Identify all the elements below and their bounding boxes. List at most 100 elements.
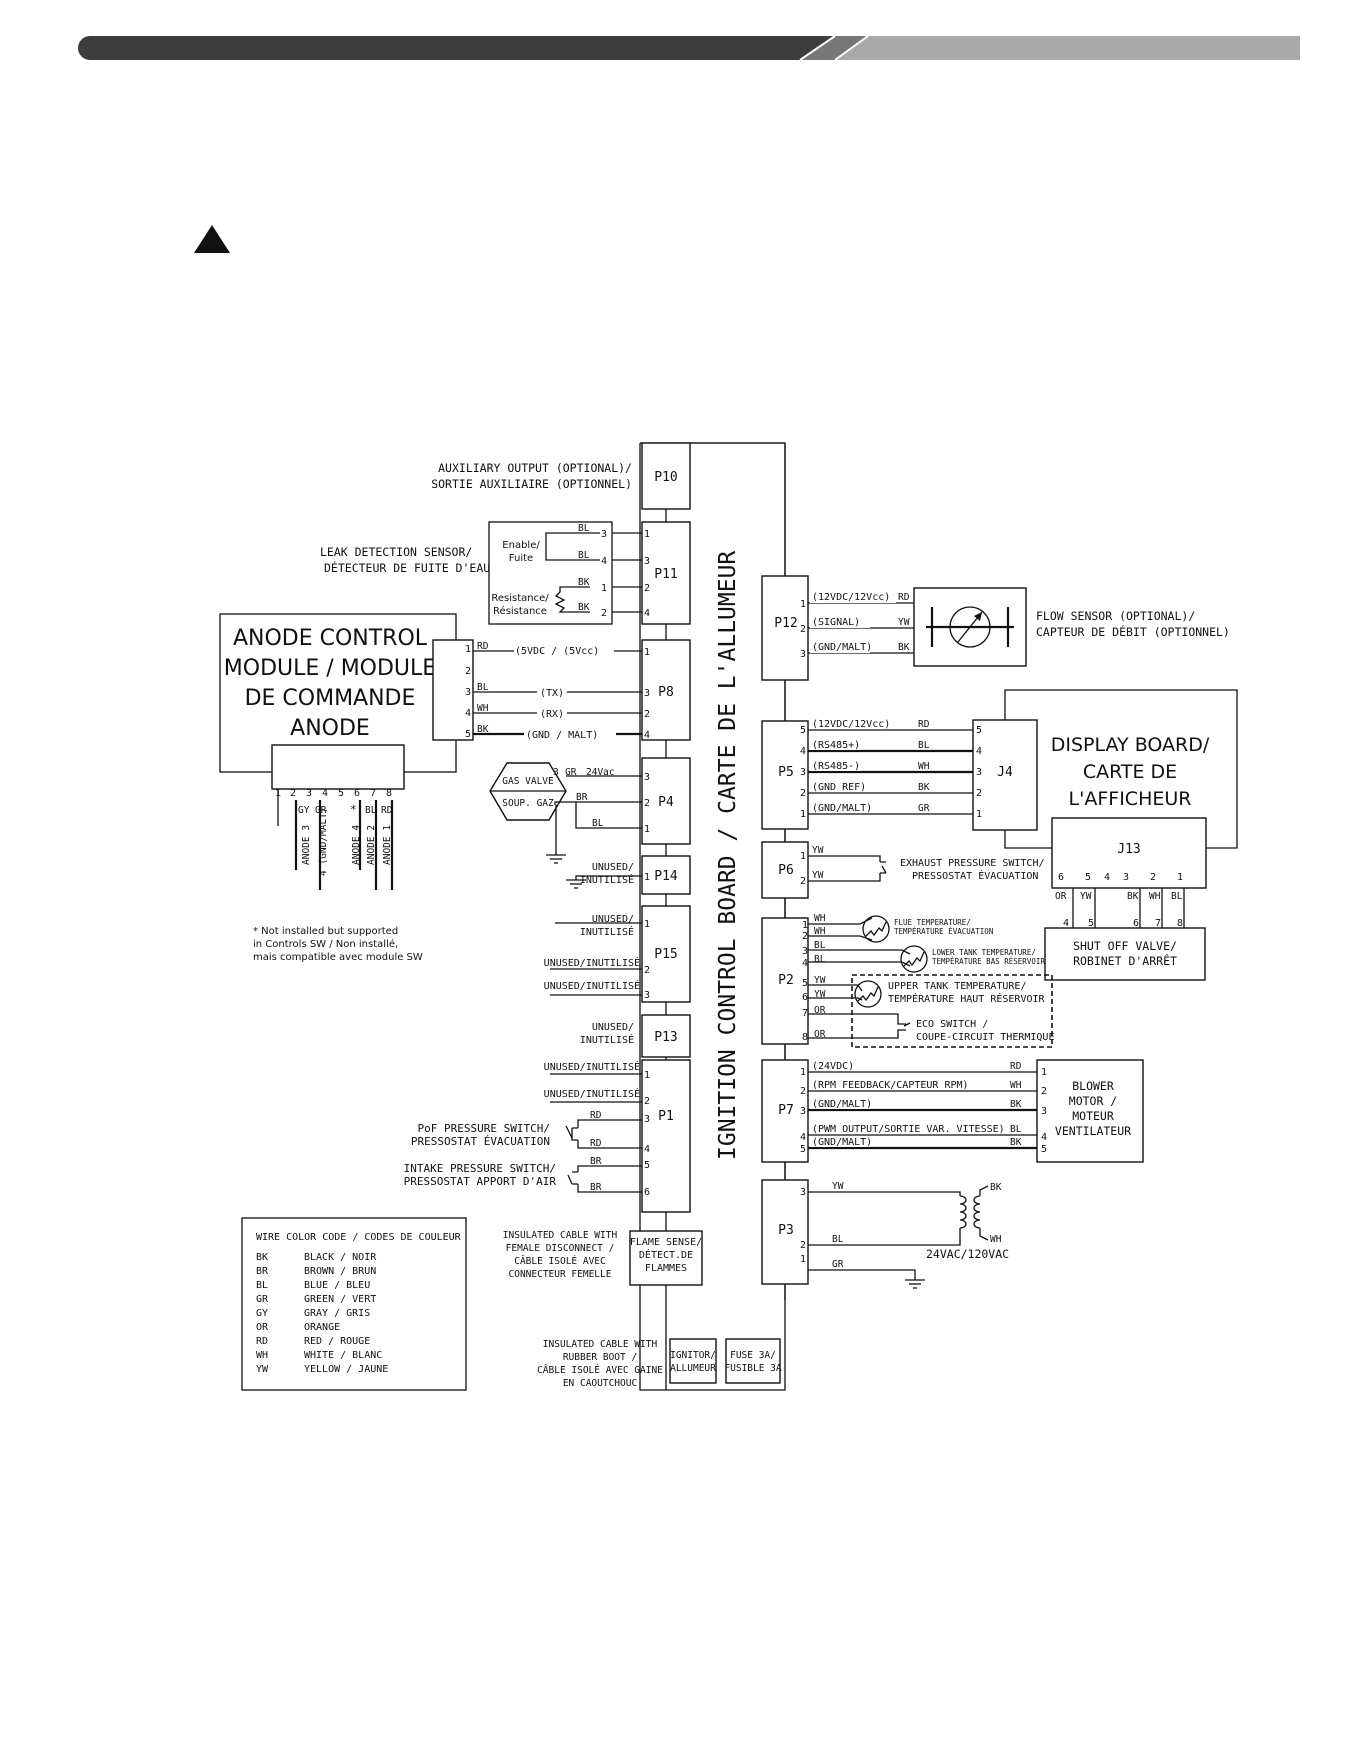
- upper-tank-thermistor-icon: [854, 980, 882, 1008]
- connector-p3: [761, 1179, 809, 1285]
- anode-4-label: ANODE 4: [351, 825, 362, 865]
- leak-term-3: 3: [601, 529, 607, 540]
- gas-wire-bl: BL: [592, 818, 604, 829]
- p12-signal-12v: (12VDC/12Vcc): [812, 592, 890, 603]
- anode-pin-3: 3: [306, 788, 312, 799]
- p15-unused-fr: INUTILISÉ: [580, 925, 634, 938]
- p2-wire-yw1: YW: [814, 975, 826, 986]
- j4-pin-5: 5: [976, 725, 982, 736]
- ignition-board-title: IGNITION CONTROL BOARD / CARTE DE L'ALLU…: [715, 551, 741, 1160]
- p2-pin-2: 2: [802, 931, 808, 942]
- leak-term-1: 1: [601, 583, 607, 594]
- shutoff-valve-label: SHUT OFF VALVE/: [1073, 939, 1177, 953]
- p2-wire-or2: OR: [814, 1029, 826, 1040]
- p5-signal-rs485p: (RS485+): [812, 740, 860, 751]
- p7-signal-gnd: (GND/MALT): [812, 1099, 872, 1110]
- anode-note-line3: mais compatible avec module SW: [253, 952, 423, 963]
- legend-name-wh: WHITE / BLANC: [304, 1350, 382, 1361]
- anode-2-label: ANODE 2: [366, 825, 377, 865]
- ignitor-cable-line3: CÂBLE ISOLÉ AVEC GAINE: [537, 1364, 663, 1376]
- connector-p5: [761, 720, 809, 830]
- legend-code-bk: BK: [256, 1252, 268, 1263]
- anode-3-label: ANODE 3: [301, 825, 312, 865]
- p8-pin-3: 3: [644, 688, 650, 699]
- p7-signal-gnd2: (GND/MALT): [812, 1137, 872, 1148]
- p8-pins: 1 3 2 4: [644, 647, 650, 741]
- blower-motor-label: BLOWER: [1072, 1079, 1114, 1093]
- anode-side-pin-2: 2: [465, 666, 471, 677]
- p2-wire-wh2: WH: [814, 926, 826, 937]
- p12-pin-2: 2: [800, 624, 806, 635]
- anode-pin-2: 2: [290, 788, 296, 799]
- anode-title-line3: DE COMMANDE: [245, 686, 416, 711]
- p15-label: P15: [654, 947, 677, 962]
- connector-p2: [761, 917, 809, 1045]
- anode-wire-bk: BK: [477, 724, 489, 735]
- p6-wire-yw1: YW: [812, 845, 824, 856]
- p14-unused: UNUSED/: [592, 862, 634, 873]
- p12-signal-gnd: (GND/MALT): [812, 642, 872, 653]
- p4-pins: 3 2 1: [644, 772, 650, 835]
- connector-p4: [641, 757, 691, 845]
- p4-pin-3: 3: [644, 772, 650, 783]
- valve-pin-7: 7: [1155, 918, 1161, 929]
- j13-label: J13: [1117, 842, 1140, 857]
- p15-pin-3: 3: [644, 990, 650, 1001]
- p2-pins: 1 2 3 4 5 6 7 8: [802, 920, 808, 1043]
- leak-wire-bl2: BL: [578, 550, 590, 561]
- p5-wire-bk: BK: [918, 782, 930, 793]
- p1-unused-2: UNUSED/INUTILISÉ: [544, 1087, 640, 1100]
- p7-wire-bl: BL: [1010, 1124, 1022, 1135]
- xf-wire-bk: BK: [990, 1182, 1002, 1193]
- flow-sensor-label-fr: CAPTEUR DE DÉBIT (OPTIONNEL): [1036, 624, 1230, 639]
- p12-pin-3: 3: [800, 649, 806, 660]
- p7-signal-rpm: (RPM FEEDBACK/CAPTEUR RPM): [812, 1080, 969, 1091]
- anode-pin-4: 4: [322, 788, 328, 799]
- p2-pin-8: 8: [802, 1032, 808, 1043]
- anode-title-line4: ANODE: [290, 716, 370, 741]
- flue-temp-label-fr: TEMPÉRATURE ÉVACUATION: [894, 927, 993, 936]
- j13-pin-2: 2: [1150, 872, 1156, 883]
- p5-signal-rs485n: (RS485-): [812, 761, 860, 772]
- display-board-title-3: L'AFFICHEUR: [1069, 788, 1192, 810]
- legend-name-bl: BLUE / BLEU: [304, 1280, 370, 1291]
- fuse-label: FUSE 3A/: [730, 1350, 776, 1361]
- p5-pin-4: 4: [800, 746, 806, 757]
- p5-signal-12v: (12VDC/12Vcc): [812, 719, 890, 730]
- p11-pin-2: 2: [644, 583, 650, 594]
- p7-wire-bk: BK: [1010, 1099, 1022, 1110]
- fuse-box: [725, 1338, 781, 1384]
- flame-cable-line3: CÂBLE ISOLÉ AVEC: [514, 1255, 606, 1267]
- p7-pin-4: 4: [800, 1132, 806, 1143]
- anode-color-asterisk: *: [350, 803, 357, 816]
- lower-tank-label: LOWER TANK TEMPERATURE/: [932, 948, 1036, 957]
- blower-motor-label-2: MOTOR /: [1069, 1094, 1118, 1108]
- display-board-title-2: CARTE DE: [1083, 761, 1177, 783]
- connector-j13: [1051, 817, 1207, 889]
- legend-code-rd: RD: [256, 1336, 268, 1347]
- connector-p14: [641, 855, 691, 895]
- gas-valve-label-fr: SOUP. GAZ: [502, 798, 554, 809]
- j13-pin-6: 6: [1058, 872, 1064, 883]
- fuse-label-fr: FUSIBLE 3A: [724, 1363, 781, 1374]
- p5-signal-gndref: (GND REF): [812, 782, 866, 793]
- p2-wire-yw2: YW: [814, 989, 826, 1000]
- upper-tank-dashed-box: [851, 974, 1053, 1048]
- p10-label: P10: [654, 470, 677, 485]
- anode-note-line1: * Not installed but supported: [253, 926, 398, 937]
- connector-j4: [972, 719, 1038, 831]
- flue-thermistor-icon: [862, 915, 890, 943]
- p2-wire-or1: OR: [814, 1005, 826, 1016]
- legend-name-yw: YELLOW / JAUNE: [304, 1364, 388, 1375]
- p2-wire-wh1: WH: [814, 913, 826, 924]
- valve-pin-8: 8: [1177, 918, 1183, 929]
- leak-sensor-label-fr: DÉTECTEUR DE FUITE D'EAU: [324, 560, 490, 575]
- p2-pin-4: 4: [802, 958, 808, 969]
- p7-pin-5: 5: [800, 1144, 806, 1155]
- legend-code-yw: YW: [256, 1364, 269, 1375]
- transformer-secondary-coil: [973, 1195, 981, 1229]
- upper-tank-label-fr: TEMPÉRATURE HAUT RÉSERVOIR: [888, 992, 1046, 1005]
- motor-pin-1: 1: [1041, 1067, 1047, 1078]
